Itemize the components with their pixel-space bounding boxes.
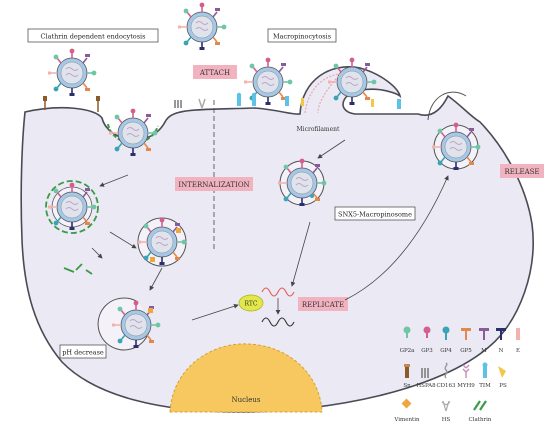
- membrane-receptors: [43, 92, 401, 112]
- legend: GP2a GP3 GP4 GP5 M N E: [393, 326, 520, 423]
- viral-rna: [261, 287, 295, 297]
- internalization-stage-label: INTERNALIZATION: [175, 177, 253, 191]
- svg-text:REPLICATE: REPLICATE: [302, 301, 344, 309]
- svg-text:GP2a: GP2a: [400, 348, 416, 354]
- clathrin-fragments: [63, 263, 93, 275]
- releasing-virion: [427, 91, 482, 171]
- svg-text:TIM: TIM: [479, 383, 491, 389]
- legend-ps: PS: [498, 366, 507, 389]
- genome-rna: [261, 317, 295, 327]
- microfilament-ruffle: [304, 73, 342, 114]
- svg-text:RTC: RTC: [244, 301, 257, 308]
- macropinocytosis-label: Macropinocytosis: [273, 33, 331, 41]
- svg-text:RELEASE: RELEASE: [504, 168, 539, 176]
- ph-decrease-box: pH decrease: [59, 344, 107, 359]
- legend-tim: TIM: [479, 362, 491, 389]
- svg-text:Sn: Sn: [403, 383, 411, 389]
- replicate-stage-label: REPLICATE: [298, 297, 348, 311]
- snx5-macropinosome-box: SNX5-Macropinosome: [334, 206, 416, 221]
- early-vesicle: [45, 180, 99, 234]
- flow-arrows: [91, 139, 449, 321]
- clathrin-endocytosis-label: Clathrin dependent endocytosis: [41, 33, 146, 41]
- clathrin-endocytosis-box: Clathrin dependent endocytosis: [27, 28, 159, 43]
- legend-n: N: [496, 328, 506, 354]
- svg-text:E: E: [516, 348, 520, 354]
- legend-gp4: GP4: [440, 326, 452, 354]
- svg-text:MYH9: MYH9: [457, 383, 475, 389]
- attach-stage-label: ATTACH: [193, 65, 237, 79]
- svg-text:INTERNALIZATION: INTERNALIZATION: [178, 181, 249, 189]
- svg-text:GP3: GP3: [421, 348, 433, 354]
- svg-text:CD163: CD163: [436, 383, 456, 389]
- svg-text:Vimentin: Vimentin: [393, 417, 420, 423]
- release-stage-label: RELEASE: [500, 164, 544, 178]
- svg-text:Clathrin: Clathrin: [469, 417, 492, 423]
- legend-m: M: [479, 328, 489, 354]
- svg-text:ATTACH: ATTACH: [199, 69, 230, 77]
- ph-decrease-endosome: [97, 297, 162, 351]
- legend-gp5: GP5: [460, 328, 472, 354]
- svg-text:N: N: [499, 348, 504, 354]
- legend-hs: HS: [441, 400, 451, 423]
- legend-e: E: [516, 328, 520, 354]
- svg-text:GP5: GP5: [460, 348, 472, 354]
- snx5-macropinosome: [277, 157, 328, 207]
- free-virion: [177, 1, 228, 51]
- legend-sn: Sn: [403, 364, 411, 389]
- legend-hspa8: HSPA8: [416, 368, 436, 389]
- svg-text:GP4: GP4: [440, 348, 452, 354]
- attaching-virion-clathrin: [47, 47, 98, 97]
- macropinocytosis-box: Macropinocytosis: [267, 28, 337, 43]
- microfilament-label: Microfilament: [297, 126, 341, 133]
- endosome: [137, 216, 188, 267]
- legend-myh9: MYH9: [457, 364, 475, 389]
- svg-text:HSPA8: HSPA8: [416, 383, 436, 389]
- clathrin-coated-pit: [107, 107, 159, 157]
- legend-vimentin: Vimentin: [393, 398, 420, 423]
- replication-transcription-complex: RTC: [238, 294, 264, 312]
- svg-text:HS: HS: [442, 417, 451, 423]
- legend-clathrin: Clathrin: [469, 400, 492, 423]
- legend-gp3: GP3: [421, 326, 433, 354]
- legend-cd163: CD163: [436, 362, 456, 389]
- macropinocytosis-virion: [327, 56, 378, 106]
- nucleus-label: Nucleus: [231, 396, 260, 404]
- svg-text:M: M: [481, 348, 487, 354]
- svg-text:PS: PS: [499, 383, 507, 389]
- nucleus: [169, 343, 323, 413]
- legend-gp2a: GP2a: [400, 326, 416, 354]
- svg-text:SNX5-Macropinosome: SNX5-Macropinosome: [338, 211, 412, 219]
- svg-text:pH decrease: pH decrease: [62, 349, 104, 357]
